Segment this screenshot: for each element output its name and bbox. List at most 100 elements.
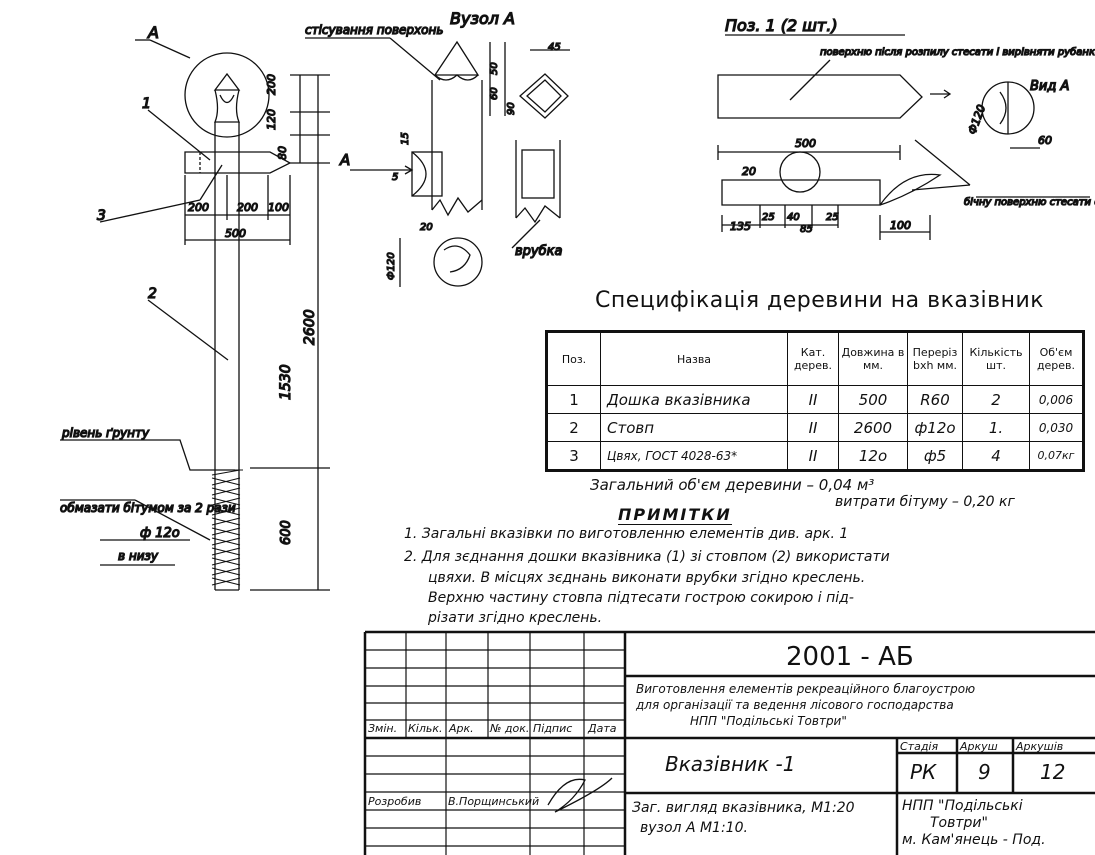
stage-value: РК [910,760,937,784]
pos1-dim-135: 135 [730,220,751,233]
pos1-dim-85: 85 [800,224,813,235]
mating-surface-label: стісування поверхонь [305,23,443,37]
table-row: 2 Стовп II 2600 ф12о 1. 0,030 [546,413,1084,442]
spec-cell: II [787,413,839,442]
org-line-1: НПП "Подільські [902,798,1023,814]
spec-cell: 1. [962,413,1030,442]
bitumen-coat-label: обмазати бітумом за 2 рази [60,501,236,515]
dim-200: 200 [265,74,278,95]
dim-90: 90 [506,102,517,115]
project-title-line-1: Виготовлення елементів рекреаційного бла… [636,682,976,696]
total-volume: Загальний об'єм деревини – 0,04 м³ [590,476,875,494]
stage-label: Стадія [900,740,939,753]
spec-cell: Дошка вказівника [600,385,788,414]
spec-cell: 500 [838,385,908,414]
pos1-dim-25a: 25 [762,212,775,223]
bottom-diameter-label: ф 12о [140,526,180,541]
cut-label: врубка [515,244,562,259]
spec-header-name: Назва [600,331,788,386]
pos1-dim-500: 500 [795,137,816,150]
dim-2600: 2600 [302,309,318,345]
spec-cell: Стовп [600,413,788,442]
pos1-dim-20: 20 [742,165,756,178]
note-line-5: різати згідно креслень. [428,610,603,626]
spec-header-quantity: Кількість шт. [962,331,1030,386]
sheet-label: Аркуш [960,740,998,753]
note-line-2: 2. Для зєднання дошки вказівника (1) зі … [404,549,890,565]
project-title-line-2: для організації та ведення лісового госп… [636,698,954,712]
bitumen-use: витрати бітуму – 0,20 кг [835,494,1015,510]
spec-cell: ф12о [907,413,963,442]
pos1-note: поверхню після розпилу стесати і вирівня… [820,46,1095,58]
sheets-value: 12 [1040,760,1066,784]
spec-cell: R60 [907,385,963,414]
content-line-1: Заг. вигляд вказівника, М1:20 [632,800,855,816]
dim-600: 600 [279,520,294,545]
dim-20: 20 [420,222,433,233]
dim-5: 5 [392,172,398,183]
side-surface-label: бічну поверхню стесати сокирою [964,196,1095,208]
rev-header-count: Кільк. [408,722,443,735]
spec-cell: 3 [546,441,601,471]
dim-board-100: 100 [268,201,289,214]
pos1-dim-25b: 25 [826,212,839,223]
technical-drawing: А 1 3 2 рівень ґрунту обмазати бітумом з… [59,8,1095,591]
dim-80: 80 [276,146,289,160]
spec-cell: 12о [838,441,908,471]
spec-cell: 0,07кг [1029,441,1084,471]
project-title-line-3: НПП "Подільські Товтри" [690,714,847,728]
pos1-dim-40: 40 [787,212,800,223]
spec-header-section: Переріз bxh мм. [907,331,963,386]
drawing-name: Вказівник -1 [665,752,796,776]
rev-header-sheet: Арк. [449,722,474,735]
arrow-a-label: А [339,151,350,169]
callout-1-label: 1 [142,96,151,112]
notes-title: ПРИМІТКИ [618,505,732,525]
spec-cell: 1 [546,385,601,414]
dim-15: 15 [400,132,411,145]
view-a-label: Вид А [1030,79,1069,94]
dim-1530: 1530 [278,364,294,400]
org-line-2: Товтри" [930,815,988,831]
ground-level-label: рівень ґрунту [61,426,150,440]
content-line-2: вузол А М1:10. [640,820,748,836]
spec-header-volume: Об'єм дерев. [1029,331,1084,386]
dim-board-200-a: 200 [188,201,209,214]
developed-label: Розробив [368,795,422,808]
rev-header-change: Змін. [368,722,398,735]
spec-header-row: Поз. Назва Кат. дерев. Довжина в мм. Пер… [546,331,1084,386]
sheet-value: 9 [978,760,991,784]
spec-cell: 2 [546,413,601,442]
general-view [60,39,330,591]
callout-2-label: 2 [148,286,157,302]
developer-name: В.Порщинський [448,795,540,808]
spec-cell: 2 [962,385,1030,414]
table-row: 3 Цвях, ГОСТ 4028-63* II 12о ф5 4 0,07кг [546,441,1084,471]
dim-60: 60 [489,87,500,100]
dim-board-200-b: 200 [237,201,258,214]
pos1-dim-60: 60 [1038,134,1052,147]
pos1-dim-100: 100 [890,219,911,232]
spec-header-pos: Поз. [546,331,601,386]
sheets-label: Аркушів [1016,740,1064,753]
note-line-3: цвяхи. В місцях зєднань виконати врубки … [428,570,866,586]
rev-header-date: Дата [588,722,617,735]
spec-cell: 0,030 [1029,413,1084,442]
note-line-1: 1. Загальні вказівки по виготовленню еле… [404,526,849,542]
dim-45: 45 [548,42,561,53]
spec-header-length: Довжина в мм. [838,331,908,386]
spec-cell: II [787,385,839,414]
org-line-3: м. Кам'янець - Под. [902,832,1046,848]
callout-3-label: 3 [97,208,106,224]
callout-a-label: А [147,23,159,42]
dim-120: 120 [265,109,278,130]
node-a-drawing [305,37,570,287]
note-line-4: Верхню частину стовпа підтесати гострою … [428,590,854,606]
spec-cell: 4 [962,441,1030,471]
dim-50: 50 [489,62,500,75]
spec-table: Поз. Назва Кат. дерев. Довжина в мм. Пер… [545,330,1085,472]
spec-cell: Цвях, ГОСТ 4028-63* [600,441,788,471]
spec-cell: 0,006 [1029,385,1084,414]
dim-board-500: 500 [225,227,246,240]
spec-cell: ф5 [907,441,963,471]
